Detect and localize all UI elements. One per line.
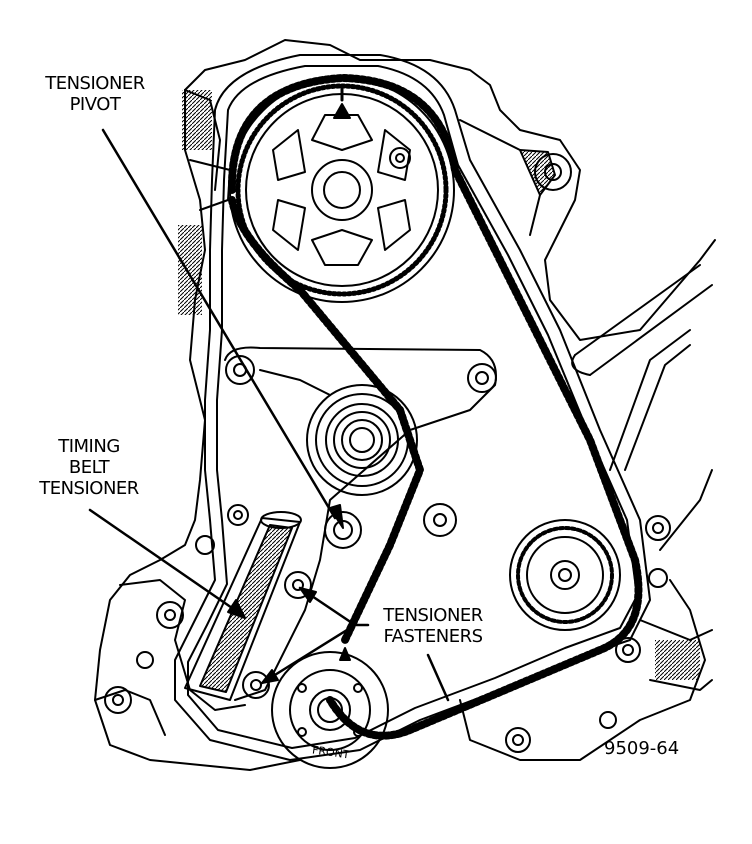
intermediate-sprocket bbox=[509, 519, 621, 631]
fasteners-belt-leader bbox=[426, 653, 450, 702]
pivot-arrowhead bbox=[329, 504, 344, 529]
tensioner-pulley bbox=[306, 384, 418, 496]
pivot-leader bbox=[101, 128, 337, 520]
crankshaft-sprocket bbox=[271, 647, 389, 769]
engine-block bbox=[94, 39, 716, 771]
leader-lines bbox=[88, 128, 450, 702]
tensioner-leader bbox=[88, 508, 237, 612]
timing-belt bbox=[227, 74, 643, 740]
tensioner-arrowhead bbox=[227, 599, 246, 619]
fastener-arrowhead-upper bbox=[299, 587, 317, 603]
tensioner-pivot-label: TENSIONER PIVOT bbox=[45, 73, 145, 115]
fastener-leader-lower bbox=[260, 623, 357, 685]
figure-reference: 9509-64 bbox=[604, 738, 680, 759]
timing-belt-tensioner bbox=[184, 511, 312, 701]
fastener-arrowhead-lower bbox=[261, 669, 279, 684]
timing-belt-tensioner-label: TIMING BELT TENSIONER bbox=[39, 436, 139, 499]
rear-timing-cover bbox=[174, 54, 651, 761]
camshaft-sprocket bbox=[229, 77, 455, 303]
tensioner-fasteners-label: TENSIONER FASTENERS bbox=[383, 605, 483, 647]
